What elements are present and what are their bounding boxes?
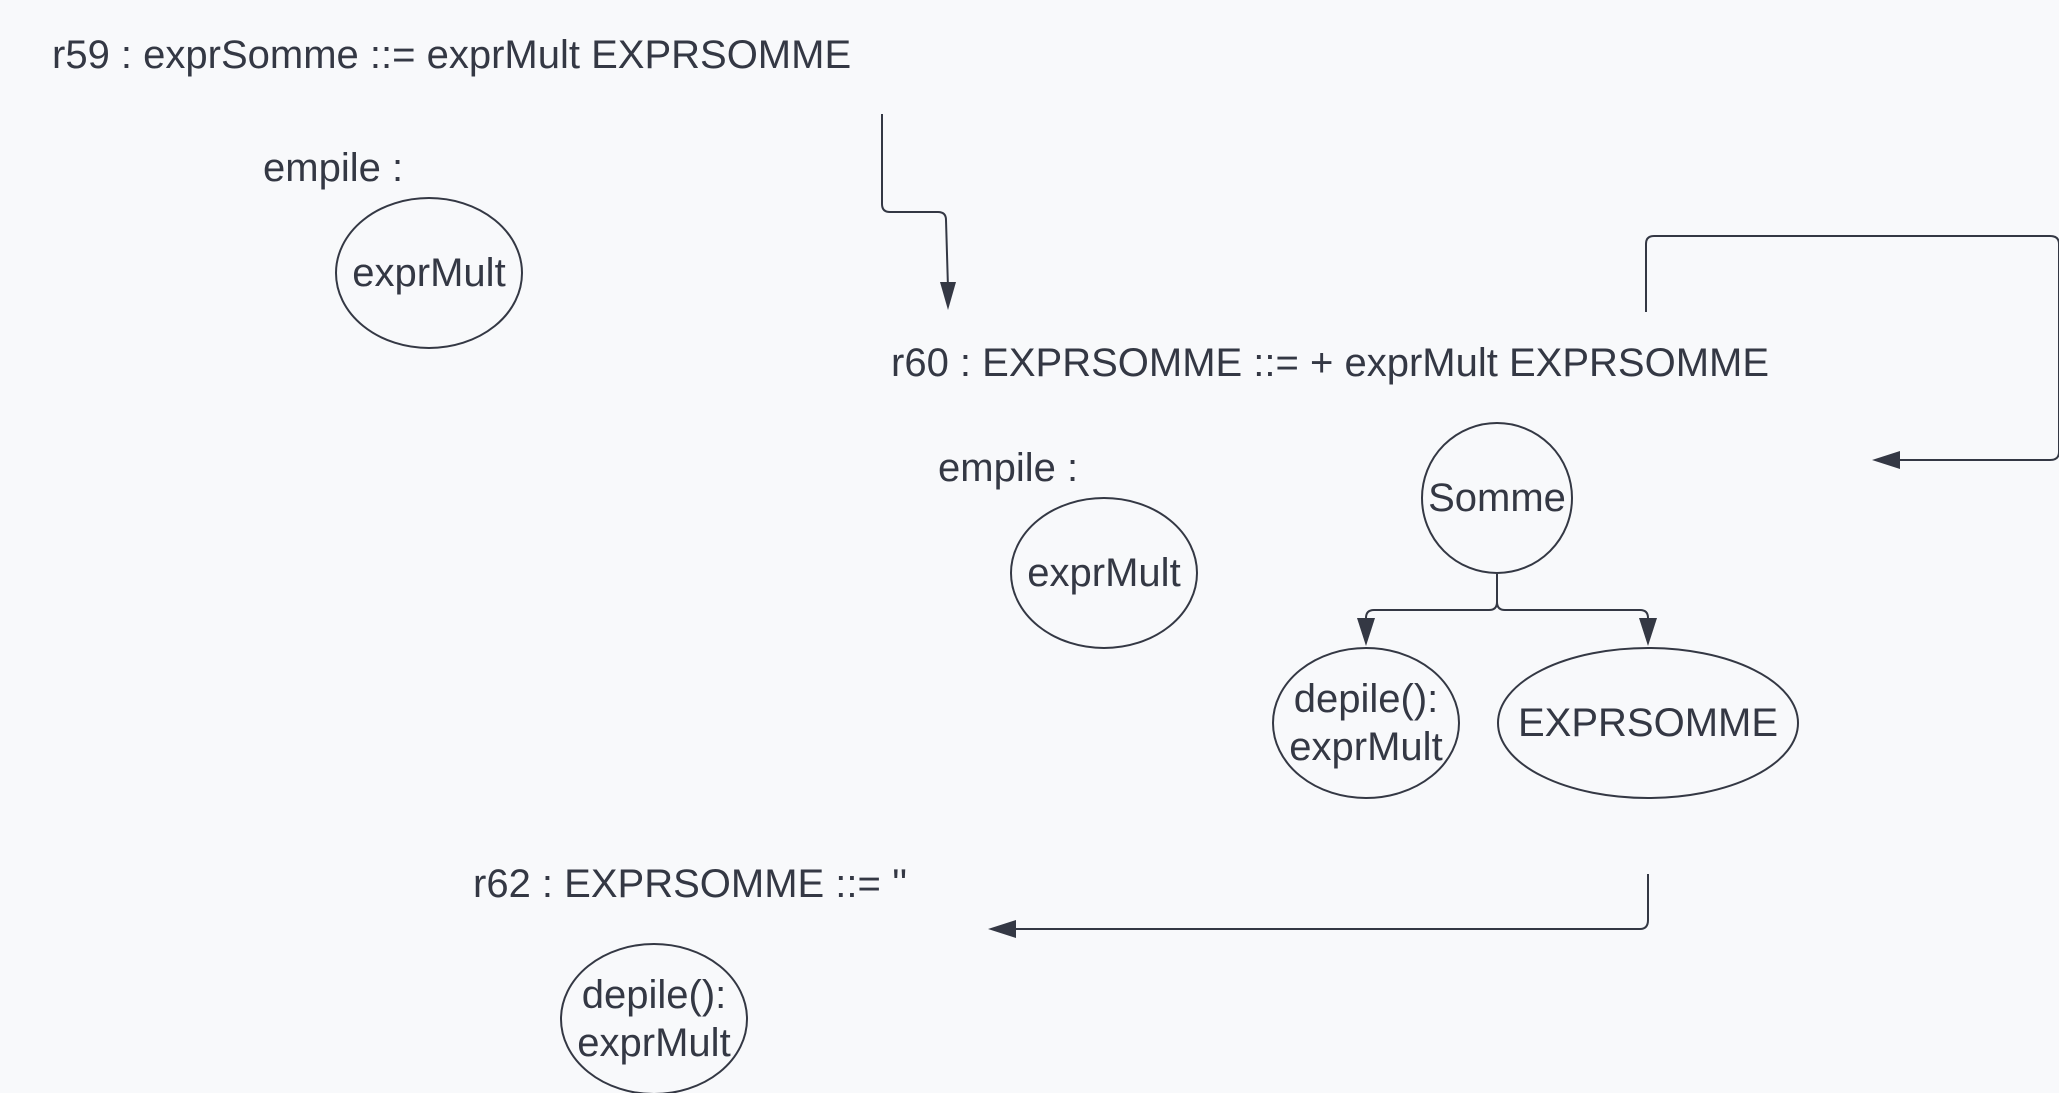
- arrowhead-somme-right: [1639, 618, 1657, 646]
- node-exprsomme: [1497, 647, 1799, 799]
- r59-empile-label: empile :: [263, 146, 404, 190]
- node-r62-depile-exprmult: [560, 943, 748, 1093]
- node-exprsomme-label: EXPRSOMME: [1517, 701, 1779, 745]
- arrowhead-r60-to-r62: [988, 920, 1016, 938]
- arrowhead-somme-left: [1357, 618, 1375, 646]
- connector-r60-to-r62: [1016, 874, 1649, 930]
- rule-r60-title: r60 : EXPRSOMME ::= + exprMult EXPRSOMME: [891, 341, 1770, 385]
- node-depile-exprmult-label: depile(): exprMult: [1289, 677, 1443, 769]
- tree-edge-somme-right: [1496, 574, 1649, 622]
- tree-edge-somme-left: [1365, 574, 1498, 622]
- r60-empile-label: empile :: [938, 446, 1079, 490]
- arrowhead-r60-loop: [1872, 451, 1900, 469]
- connector-r59-to-r60: [881, 114, 949, 289]
- node-somme: [1421, 422, 1573, 574]
- node-somme-label: Somme: [1428, 476, 1566, 520]
- connector-r60-loop: [1645, 235, 2059, 461]
- node-r59-exprmult-label: exprMult: [352, 251, 506, 295]
- node-r62-depile-exprmult-label: depile(): exprMult: [577, 972, 731, 1065]
- node-r60-exprmult: [1010, 497, 1198, 649]
- node-r60-exprmult-label: exprMult: [1027, 551, 1181, 595]
- rule-r59-title: r59 : exprSomme ::= exprMult EXPRSOMME: [52, 33, 852, 77]
- rule-r62-title: r62 : EXPRSOMME ::= '': [473, 862, 908, 906]
- node-depile-exprmult: [1272, 647, 1460, 799]
- node-r59-exprmult: [335, 197, 523, 349]
- arrowhead-r59-to-r60: [940, 282, 956, 310]
